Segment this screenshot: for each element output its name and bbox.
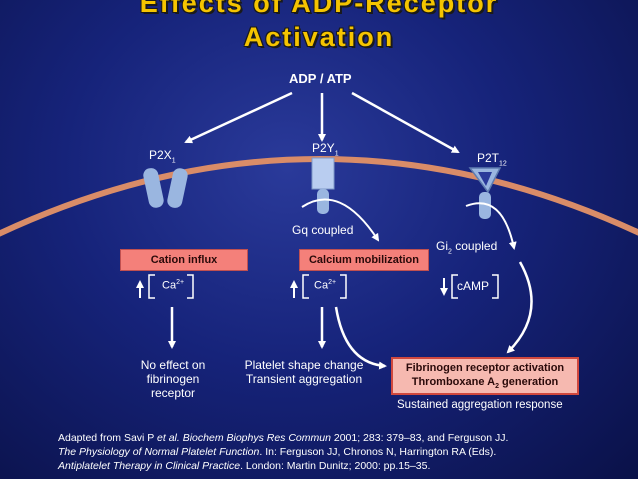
gi-curve-arrow: [465, 202, 517, 250]
calcium-mobilization-box: Calcium mobilization: [299, 249, 429, 271]
bracket-ca-mid: [302, 274, 347, 299]
p2x1-label: P2X1: [149, 148, 176, 165]
sustained-aggregation-label: Sustained aggregation response: [397, 399, 563, 411]
arrow-to-p2x1: [184, 91, 293, 144]
shape-change-outcome: Platelet shape change Transient aggregat…: [244, 358, 364, 386]
p2t12-receptor-icon: [468, 167, 502, 219]
p2y1-label: P2Y1: [312, 141, 339, 158]
ca-ion-mid: Ca2+: [314, 279, 337, 292]
fibrinogen-activation-box: Fibrinogen receptor activation Thromboxa…: [391, 357, 579, 395]
cation-influx-box: Cation influx: [120, 249, 248, 271]
slide-title-line2: Activation: [243, 22, 395, 52]
arrow-gi-to-fibrinogen: [506, 261, 533, 354]
slide-title-line1: Effects of ADP-Receptor: [139, 0, 499, 18]
arrow-to-p2t12: [351, 91, 460, 154]
gq-coupled-label: Gq coupled: [292, 223, 354, 237]
p2y1-receptor-icon: [311, 157, 335, 214]
camp-label: cAMP: [457, 279, 490, 293]
bracket-camp: [451, 274, 499, 299]
ca-ion-left: Ca2+: [162, 279, 185, 292]
gi-coupled-label: Gi2 coupled: [436, 239, 498, 256]
agonist-label: ADP / ATP: [289, 71, 352, 86]
no-effect-outcome: No effect on fibrinogen receptor: [140, 358, 206, 400]
p2t12-label: P2T12: [477, 151, 507, 168]
arrow-mid-to-fibrinogen: [334, 306, 387, 370]
p2x1-channel-icon: [143, 168, 188, 208]
gq-curve-arrow: [301, 198, 380, 242]
bracket-ca-left: [148, 274, 194, 299]
citation: Adapted from Savi P et al. Biochem Bioph…: [58, 432, 509, 472]
